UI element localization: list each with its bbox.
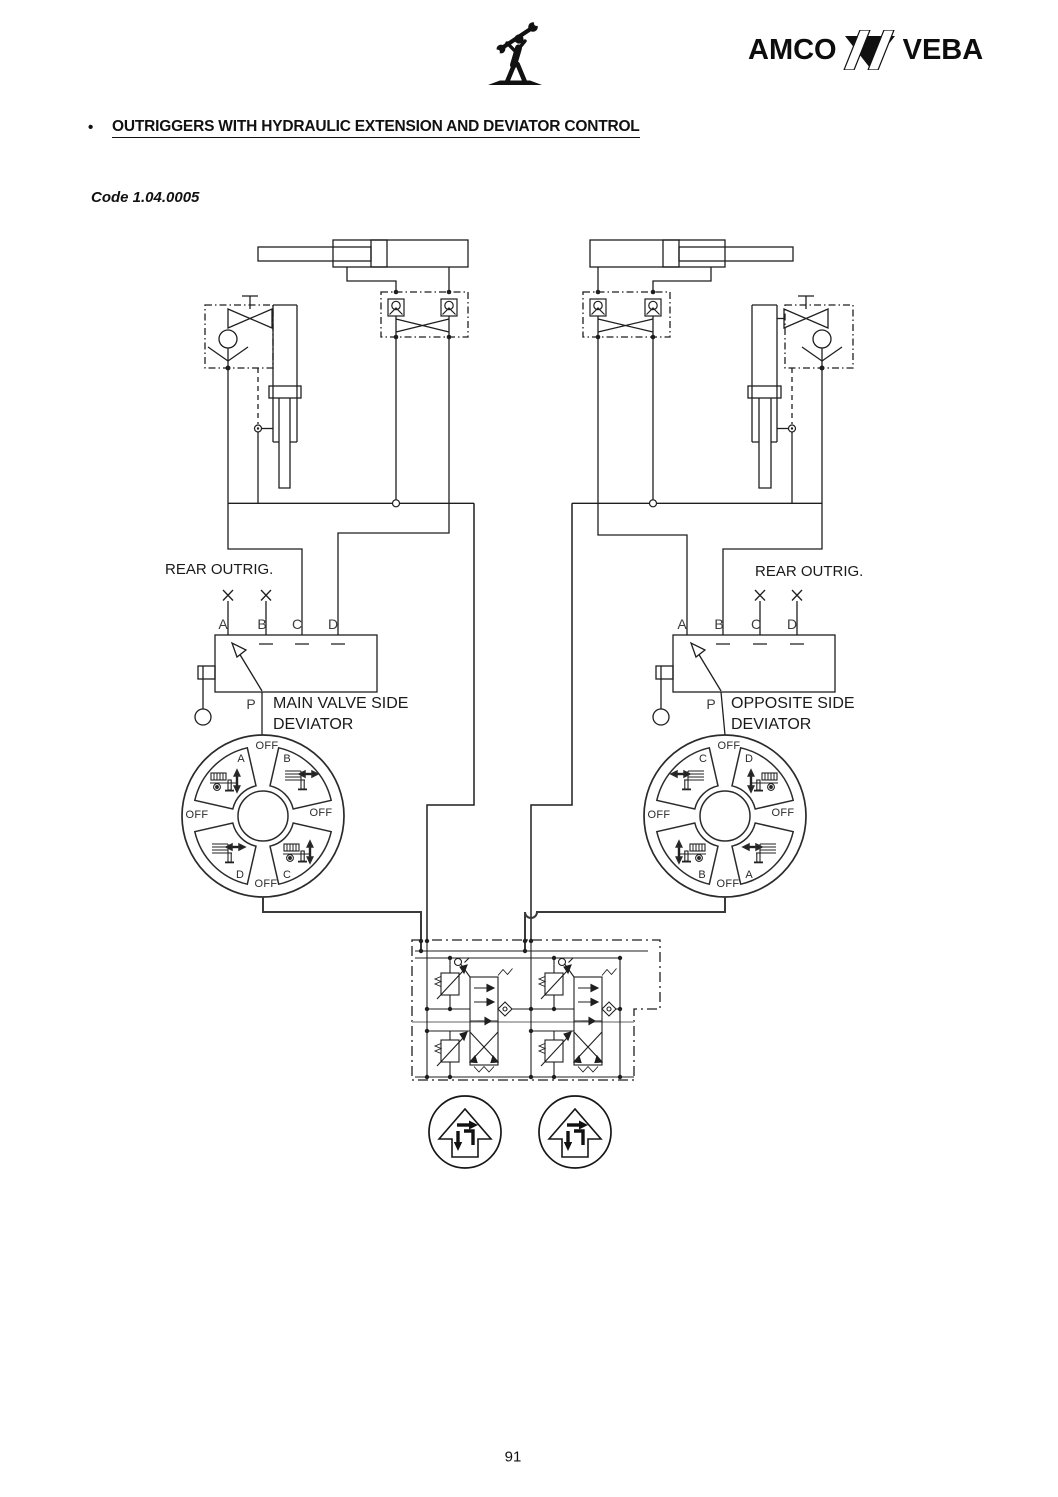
dial-left-sector-ne: B bbox=[283, 753, 291, 765]
rear-outrig-label-right: REAR OUTRIG. bbox=[755, 563, 864, 580]
dial-left-off-top: OFF bbox=[255, 740, 279, 752]
dial-right-sector-ne: D bbox=[745, 753, 753, 765]
left-extension-cylinder bbox=[257, 239, 469, 292]
right-outrigger-cylinder-group bbox=[747, 295, 854, 504]
dial-left-sector-nw: A bbox=[237, 753, 245, 765]
deviator-label-left-line2: DEVIATOR bbox=[273, 716, 354, 733]
dial-right-off-top: OFF bbox=[717, 740, 741, 752]
port-letter-right-a: A bbox=[677, 616, 687, 632]
dial-right-off-bottom: OFF bbox=[716, 878, 740, 890]
title-bullet: • bbox=[88, 119, 94, 136]
manifold-section bbox=[427, 957, 513, 1077]
left-routing-lines bbox=[227, 337, 475, 941]
flow-direction-symbol-left bbox=[427, 1094, 503, 1170]
amco-veba-emblem bbox=[842, 30, 895, 70]
port-letter-left-c: C bbox=[291, 616, 303, 632]
manifold-border bbox=[411, 939, 661, 1081]
dial-left-sector-sw: D bbox=[236, 869, 244, 881]
deviator-label-left-line1: MAIN VALVE SIDE bbox=[273, 695, 409, 712]
deviator-label-left: MAIN VALVE SIDE DEVIATOR bbox=[273, 693, 408, 735]
page-number: 91 bbox=[504, 1448, 522, 1466]
port-letter-left-b: B bbox=[257, 616, 267, 632]
schematic-linework bbox=[194, 239, 854, 941]
brand-logo-amco: AMCO bbox=[748, 33, 837, 66]
port-letter-right-c: C bbox=[750, 616, 762, 632]
dial-left-off-bottom: OFF bbox=[254, 878, 278, 890]
dial-right-off-left: OFF bbox=[647, 809, 671, 821]
flow-direction-symbol-right bbox=[537, 1094, 613, 1170]
port-letter-left-a: A bbox=[218, 616, 228, 632]
port-letter-right-b: B bbox=[714, 616, 724, 632]
pump-port-label-right: P bbox=[706, 696, 716, 712]
pump-port-label-left: P bbox=[246, 696, 256, 712]
dial-right-sector-sw: B bbox=[698, 869, 706, 881]
right-rotary-dial bbox=[643, 734, 807, 898]
deviator-label-right: OPPOSITE SIDE DEVIATOR bbox=[731, 693, 855, 735]
brand-logo-veba: VEBA bbox=[902, 33, 984, 66]
dial-right-off-right: OFF bbox=[771, 807, 795, 819]
dial-left-off-right: OFF bbox=[309, 807, 333, 819]
deviator-label-right-line2: DEVIATOR bbox=[731, 716, 812, 733]
right-check-valve-block bbox=[582, 291, 671, 338]
right-extension-cylinder bbox=[589, 239, 794, 292]
brand-logo: AMCO VEBA bbox=[748, 30, 983, 70]
port-letter-right-d: D bbox=[786, 616, 798, 632]
junction-dots bbox=[225, 289, 825, 1080]
dial-left-off-left: OFF bbox=[185, 809, 209, 821]
left-check-valve-block bbox=[380, 291, 469, 338]
right-routing-lines bbox=[530, 337, 823, 941]
dial-connector-lines bbox=[262, 897, 726, 951]
line-node-circles bbox=[253, 424, 797, 508]
rear-outrig-label-left: REAR OUTRIG. bbox=[165, 561, 274, 578]
dial-right-sector-se: A bbox=[745, 869, 753, 881]
port-letter-left-d: D bbox=[327, 616, 339, 632]
page-title: OUTRIGGERS WITH HYDRAULIC EXTENSION AND … bbox=[112, 118, 640, 138]
left-outrigger-cylinder-group bbox=[204, 295, 302, 504]
dial-left-sector-se: C bbox=[283, 869, 291, 881]
gauge-port-dots bbox=[256, 427, 794, 430]
right-deviator-valve bbox=[652, 589, 836, 736]
left-deviator-valve bbox=[194, 589, 378, 735]
dial-right-sector-nw: C bbox=[699, 753, 707, 765]
worker-with-wrench-icon bbox=[488, 21, 542, 85]
code-label: Code 1.04.0005 bbox=[91, 189, 200, 206]
deviator-label-right-line1: OPPOSITE SIDE bbox=[731, 695, 855, 712]
